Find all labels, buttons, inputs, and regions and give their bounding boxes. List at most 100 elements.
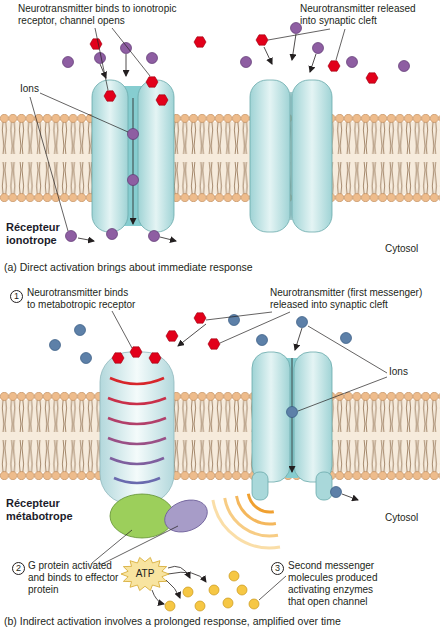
ion	[128, 129, 139, 140]
leader-line	[92, 530, 132, 563]
release-arrow	[264, 47, 272, 64]
receptor-helix	[108, 438, 166, 444]
neurotransmitter	[328, 61, 340, 71]
neurotransmitter	[208, 339, 220, 349]
ion-flow-arrow	[342, 494, 358, 500]
neurotransmitter	[104, 91, 116, 101]
leader-line	[308, 326, 387, 373]
leader-line	[112, 311, 132, 348]
leader-line	[259, 576, 286, 600]
ion	[147, 53, 158, 64]
production-arrow	[166, 580, 180, 598]
release-arrow	[310, 54, 316, 72]
receptor-subunit	[92, 80, 128, 232]
neurotransmitter	[256, 35, 268, 45]
callout-number: 2	[12, 562, 25, 575]
leader-line	[298, 377, 387, 411]
ion-flow-arrow	[133, 98, 134, 224]
lipid-bilayer	[0, 392, 440, 480]
channel-subunit	[252, 352, 290, 482]
node-text: ATP	[136, 568, 155, 580]
callout-text: Neurotransmitter (first messenger) relea…	[270, 287, 430, 311]
ion	[291, 23, 302, 34]
release-arrow	[292, 34, 296, 60]
neurotransmitter	[194, 313, 206, 323]
leader-line	[220, 312, 290, 343]
receptor-helix	[114, 478, 160, 483]
metabotropic-receptor	[100, 352, 174, 504]
second-messenger	[249, 599, 259, 609]
second-messenger	[209, 585, 219, 595]
neurotransmitter	[156, 95, 168, 105]
ion	[66, 231, 77, 242]
ion	[95, 53, 106, 64]
ion	[50, 340, 61, 351]
neurotransmitter	[146, 77, 158, 87]
ion-flow-arrow	[295, 328, 302, 350]
leader-line	[30, 97, 68, 231]
receptor-name: Récepteur métabotrope	[6, 497, 88, 523]
neurotransmitter	[112, 353, 124, 363]
activation-wave	[237, 496, 276, 524]
leader-line	[336, 29, 345, 60]
release-arrow	[178, 324, 206, 346]
panel-caption: (a) Direct activation brings about immed…	[4, 261, 434, 273]
ion	[399, 61, 410, 72]
atp-burst: ATP	[120, 556, 170, 592]
callout-text: Second messenger molecules produced acti…	[288, 560, 383, 608]
channel-foot	[316, 472, 332, 500]
leader-line	[95, 28, 108, 90]
ion-flow-arrow	[160, 237, 176, 241]
channel-foot	[252, 472, 268, 500]
callout-number: 3	[271, 562, 284, 575]
neurotransmitter	[366, 73, 378, 83]
second-messenger	[183, 587, 193, 597]
ion	[347, 57, 358, 68]
second-messenger	[229, 571, 239, 581]
starburst-shape	[121, 557, 169, 590]
part-label: Ions	[389, 366, 429, 378]
receptor-helix	[110, 378, 164, 384]
leader-line	[206, 312, 272, 320]
production-arrow	[152, 590, 164, 604]
neurotransmitter	[130, 347, 142, 357]
production-arrow	[168, 572, 206, 582]
ion	[241, 57, 252, 68]
ion	[297, 317, 308, 328]
callout-text: Neurotransmitter binds to metabotropic r…	[27, 287, 137, 311]
ion-flow-arrow	[78, 238, 94, 241]
neurotransmitter	[149, 353, 161, 363]
callout-text: G protein activated and binds to effecto…	[28, 560, 123, 596]
ion	[63, 57, 74, 68]
channel-subunit	[294, 352, 332, 482]
leader-line	[112, 28, 150, 76]
receptor-name: Récepteur ionotrope	[6, 221, 78, 247]
ion	[107, 229, 118, 240]
lipid-bilayer	[0, 114, 440, 202]
ion	[75, 325, 86, 336]
ion	[257, 335, 268, 346]
neurotransmitter	[90, 39, 102, 49]
ion	[341, 333, 352, 344]
callout-text: Neurotransmitter released into synaptic …	[300, 3, 425, 27]
ion	[128, 175, 139, 186]
callout-number: 1	[10, 290, 23, 303]
second-messenger	[195, 601, 205, 611]
g-protein	[110, 494, 174, 538]
ion	[149, 231, 160, 242]
part-label: Ions	[20, 83, 60, 95]
activation-wave	[213, 500, 280, 548]
leader-line	[40, 93, 128, 132]
panel-caption: (b) Indirect activation involves a prolo…	[4, 615, 434, 627]
leader-line	[268, 29, 330, 40]
release-arrow	[126, 54, 127, 76]
receptor-helix	[108, 418, 166, 424]
ion	[121, 43, 132, 54]
receptor-subunit	[138, 80, 174, 232]
region-label: Cytosol	[385, 243, 435, 255]
second-messenger	[237, 585, 247, 595]
receptor-subunit	[292, 80, 332, 232]
ion	[287, 407, 298, 418]
receptor-helix	[108, 398, 166, 404]
ion	[81, 353, 92, 364]
